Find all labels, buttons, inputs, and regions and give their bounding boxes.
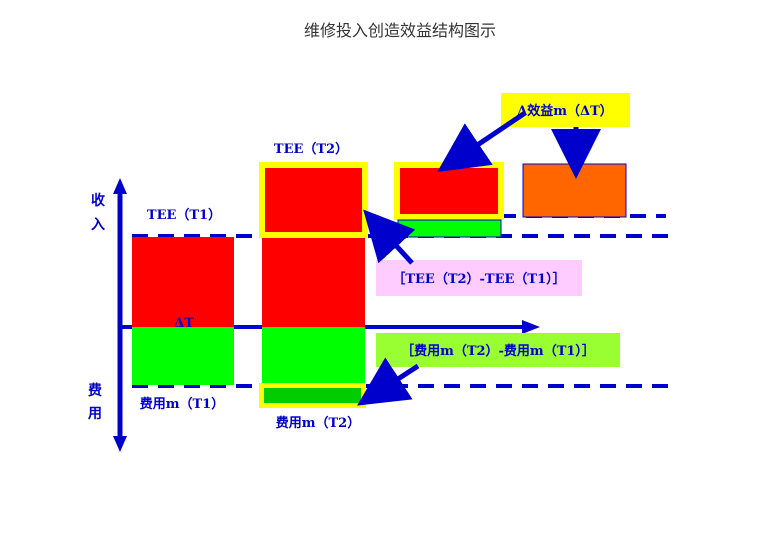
tee-diff-label: ［TEE（T2）-TEE（T1）］: [392, 271, 565, 287]
cost-t1-label: 费用m（T1）: [140, 396, 224, 412]
axis-label-income-1: 收: [91, 192, 106, 209]
cost-diff-label: ［费用m（T2）-费用m（T1）］: [401, 343, 595, 359]
tee-t2-label: TEE（T2）: [274, 141, 348, 157]
arrow-tee-diff: [363, 209, 416, 265]
delta-benefit-block: [522, 163, 627, 218]
result-tee-block: [400, 168, 498, 214]
arrow-cost-diff: [357, 357, 420, 406]
delta-benefit-label: Δ效益m（ΔT）: [517, 103, 613, 119]
axis-label-income-2: 入: [91, 217, 105, 233]
tee-diff-block: [265, 168, 362, 232]
vertical-axis: [113, 178, 127, 452]
cost-diff-callout: [376, 333, 620, 367]
axis-label-cost-2: 用: [88, 406, 102, 422]
page-title: 维修投入创造效益结构图示: [304, 21, 496, 40]
arrows: [357, 110, 601, 406]
tee-t1-block: [132, 237, 234, 327]
delta-benefit-callout: [501, 93, 630, 127]
cost-t1-block: [132, 327, 234, 385]
axis-label-cost-1: 费: [88, 382, 102, 399]
tee-t1-label: TEE（T1）: [147, 207, 221, 223]
tee-diff-callout: [376, 260, 582, 296]
cost-t2-label: 费用m（T2）: [276, 415, 360, 431]
delta-t-label: ΔT: [174, 316, 194, 331]
result-cost-block: [397, 219, 502, 238]
cost-diff-block: [264, 388, 361, 403]
tee-t2-base-block: [262, 238, 365, 327]
cost-t2-base-block: [262, 327, 365, 385]
arrow-benefit-to-result: [437, 110, 527, 172]
